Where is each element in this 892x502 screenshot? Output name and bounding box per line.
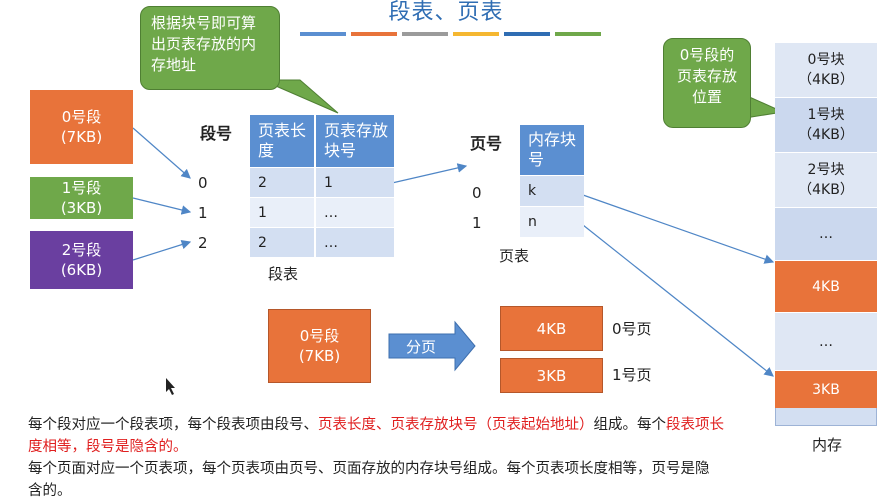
color-bar-2 [351,32,397,36]
segment-0: 0号段 (7KB) [30,90,133,164]
page-0-label: 0号页 [612,320,652,338]
color-bar-6 [555,32,601,36]
color-bar-5 [504,32,550,36]
memory-block-3: … [775,207,877,260]
memory-block-3-name: … [819,226,833,242]
arrow-seg2 [132,239,192,261]
memory-block-6: 3KB [775,370,877,408]
color-bar-3 [402,32,448,36]
color-bar-1 [300,32,346,36]
segtable-header-length: 页表长度 [250,115,314,167]
segno-2: 2 [198,234,208,252]
memory-block-2: 2号块 （4KB） [775,152,877,207]
segment-0-name: 0号段 [61,108,102,126]
memory-block-4-name: 4KB [812,278,840,295]
memory-block-4: 4KB [775,260,877,312]
segtable-r2-c1: … [316,228,394,257]
memory-block-0-name: 0号块 [807,52,845,68]
memory-block-6-name: 3KB [812,381,840,398]
segment-1-name: 1号段 [61,179,102,197]
segno-0: 0 [198,174,208,192]
segment-1: 1号段 (3KB) [30,177,133,219]
segtable-r0-c1: 1 [316,168,394,197]
callout-segtable: 根据块号即可算出页表存放的内存地址 [140,6,280,90]
segtable-header-block: 页表存放块号 [316,115,394,167]
description-1-highlight-1: 页表长度、页表存放块号（页表起始地址） [318,417,594,433]
arrow-page-n [582,224,774,377]
segment-2: 2号段 (6KB) [30,231,133,289]
segtable-caption: 段表 [268,265,299,283]
pagetable-header: 内存块号 [520,125,584,175]
segment-2-size: (6KB) [60,261,103,279]
pagetable-r1: n [520,207,584,237]
segtable-r1-c1: … [316,198,394,227]
segment-0-size: (7KB) [60,128,103,146]
description-2: 每个页面对应一个页表项，每个页表项由页号、页面存放的内存块号组成。每个页表项长度… [28,461,710,499]
page-1-size: 3KB [536,366,567,385]
callout-pagetable: 0号段的页表存放位置 [663,38,751,128]
split-arrow-label: 分页 [406,338,437,356]
memory-block-1: 1号块 （4KB） [775,97,877,152]
memory-block-5-name: … [819,333,833,350]
page-1-block: 3KB [500,358,603,393]
page-title: 段表、页表 [388,0,504,25]
memory-block-5: … [775,312,877,370]
memory-block-1-name: 1号块 [807,107,845,123]
memory-block-0: 0号块 （4KB） [775,42,877,97]
description-1-part-a: 每个段对应一个段表项，每个段表项由段号、 [28,417,318,433]
description-1-part-b: 组成。每个 [593,417,667,433]
memory-block-2-name: 2号块 [807,162,845,178]
segment-1-size: (3KB) [60,199,103,217]
description-1: 每个段对应一个段表项，每个段表项由段号、页表长度、页表存放块号（页表起始地址）组… [28,414,728,458]
segtable-r0-c0: 2 [250,168,314,197]
pagetable-caption: 页表 [499,247,530,265]
arrow-seg0 [132,127,191,179]
description-1-highlight-2: 段表项长度相等，段号是隐含的。 [28,417,724,455]
split-segment: 0号段 (7KB) [268,309,371,383]
page-0-size: 4KB [536,319,567,338]
callout-tail-segtable [261,79,339,114]
page-0-block: 4KB [500,306,603,351]
memory-block-0-size: （4KB） [798,72,854,88]
split-segment-size: (7KB) [298,347,341,365]
page-1-label: 1号页 [612,366,652,384]
arrow-segtable-pagetable [391,163,468,184]
segtable-r1-c0: 1 [250,198,314,227]
segno-label: 段号 [200,124,233,143]
cursor-icon [166,378,175,395]
pageno-label: 页号 [470,134,503,153]
segno-1: 1 [198,204,208,222]
arrow-seg1 [132,197,192,215]
color-bar-4 [453,32,499,36]
segtable-r2-c0: 2 [250,228,314,257]
split-arrow [388,320,476,372]
memory-block-1-size: （4KB） [798,127,854,143]
split-segment-name: 0号段 [299,327,340,345]
pageno-0: 0 [472,184,482,202]
segment-2-name: 2号段 [61,241,102,259]
pagetable-r0: k [520,176,584,206]
arrow-page-k [582,194,775,264]
memory-caption: 内存 [812,436,843,454]
memory-block-2-size: （4KB） [798,182,854,198]
pageno-1: 1 [472,214,482,232]
